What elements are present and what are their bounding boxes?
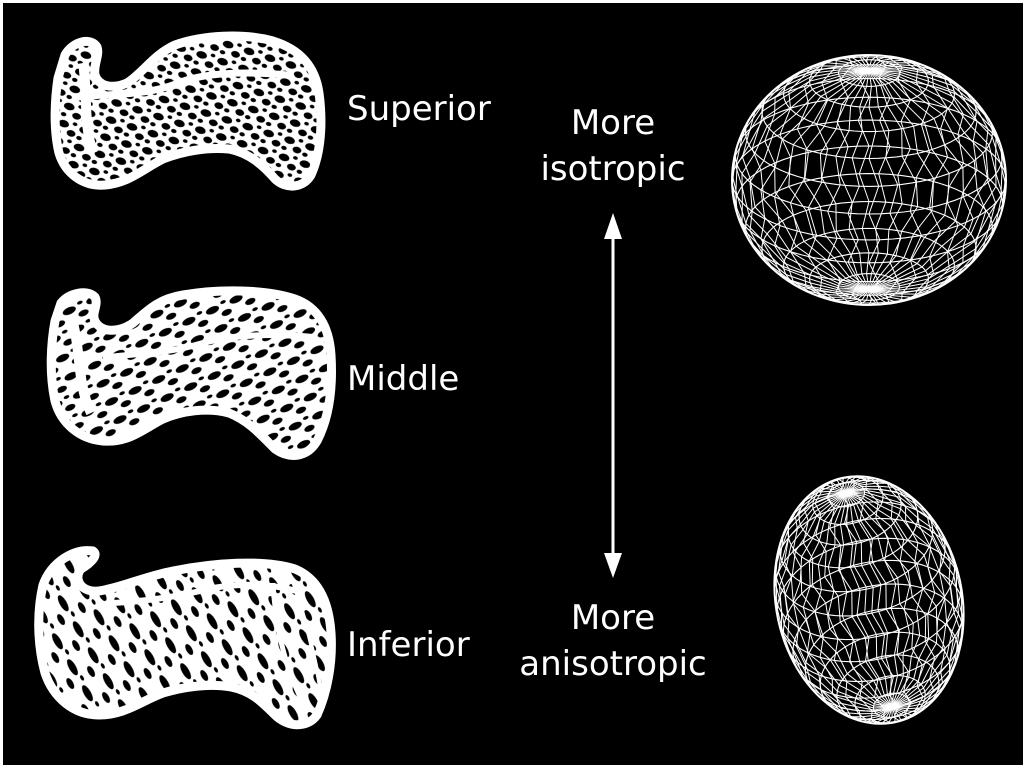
wireframe-longitude-line [736,70,869,290]
bone-section-superior [55,36,321,186]
wireframe-latitude-line [732,120,1006,240]
wireframe-latitude-line [735,97,1002,214]
wireframe-sphere-icon [732,55,1006,305]
wireframe-longitude-line [869,70,1006,289]
wireframe-longitude-line [869,70,921,303]
wireframe-longitude-line [846,493,923,718]
figure-panel: Superior Middle Inferior More isotropic … [3,3,1023,765]
wireframe-longitude-line [846,488,958,707]
wireframe-longitude-line [815,482,892,707]
label-superior: Superior [347,92,491,126]
wireframe-latitude-line [735,146,1002,263]
wireframe-longitude-line [846,493,892,723]
label-more-isotropic-line1: More [523,106,703,140]
bone-section-middle [51,291,331,456]
label-more-isotropic-line2: isotropic [523,152,703,186]
isotropy-double-arrow-icon [604,213,622,578]
label-more-anisotropic-line1: More [503,601,723,635]
bone-section-inferior [39,551,332,725]
label-middle: Middle [347,362,459,396]
wireframe-latitude-line [746,174,993,282]
wireframe-longitude-line [869,70,1006,289]
wireframe-longitude-line [869,70,1002,290]
wireframe-latitude-line [746,78,993,186]
wireframe-longitude-line [732,70,869,289]
label-more-anisotropic-line2: anisotropic [503,647,723,681]
wireframe-longitude-line [732,70,869,289]
wireframe-ellipsoid-icon [752,458,986,741]
wireframe-longitude-line [780,493,892,712]
label-more-anisotropic: More anisotropic [503,601,723,681]
label-inferior: Inferior [347,628,470,662]
wireframe-longitude-line [846,477,892,707]
wireframe-longitude-line [869,70,1002,290]
wireframe-outline [752,458,986,741]
wireframe-longitude-line [817,56,869,289]
wireframe-longitude-line [736,70,869,290]
label-more-isotropic: More isotropic [523,106,703,186]
